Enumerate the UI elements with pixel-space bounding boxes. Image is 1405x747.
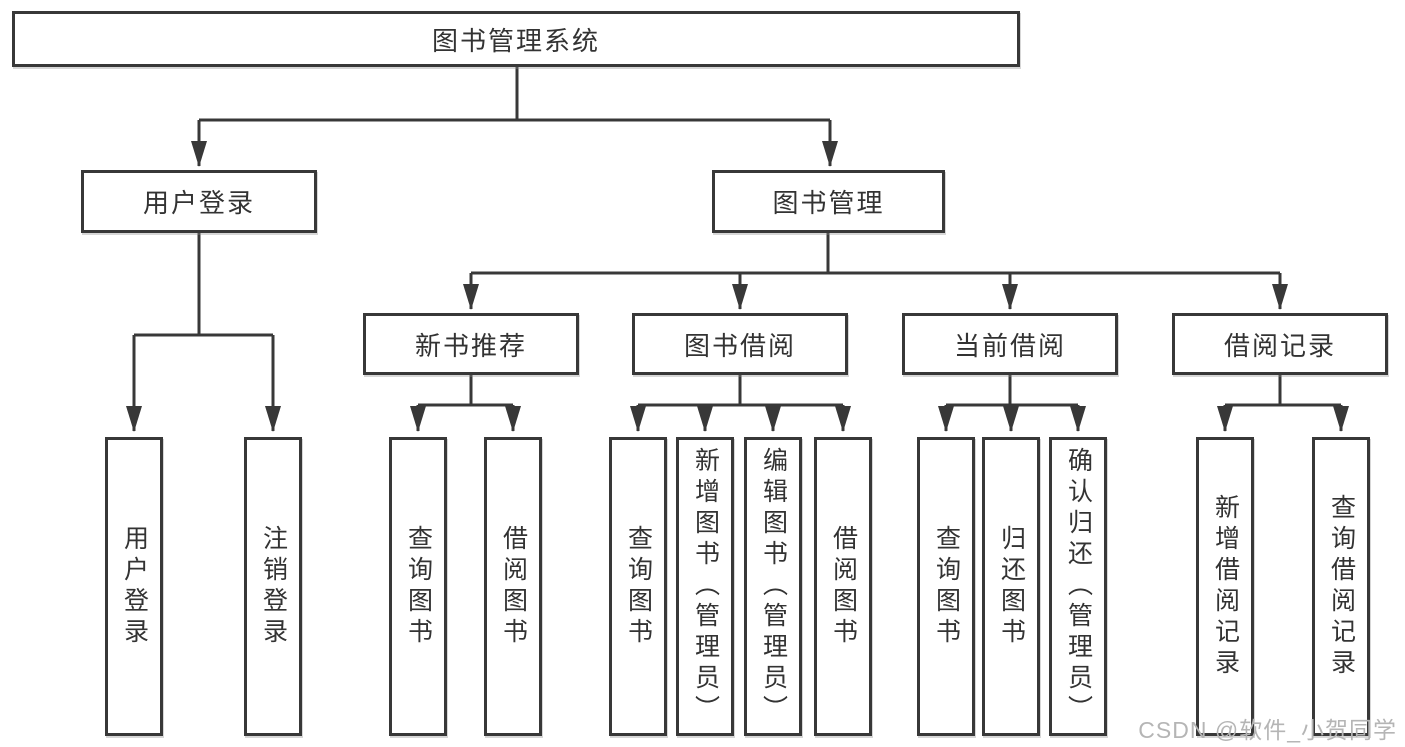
leaf-user-login-label: 用户登录: [120, 524, 149, 649]
node-borrowing-label: 图书借阅: [683, 330, 796, 361]
node-new-books: 新书推荐: [363, 313, 579, 375]
leaf-bb-borrow-books-label: 借阅图书: [829, 524, 858, 649]
leaf-logout-label: 注销登录: [259, 524, 288, 649]
leaf-cb-confirm-return-admin: 确认归还（管理员）: [1049, 437, 1107, 736]
leaf-cb-query-books: 查询图书: [917, 437, 975, 736]
node-book-mgmt: 图书管理: [712, 170, 945, 233]
watermark: CSDN @软件_小贺同学: [1138, 717, 1397, 743]
node-user-login-label: 用户登录: [142, 188, 255, 218]
leaf-bb-edit-books-admin-label: 编辑图书（管理员）: [759, 447, 788, 726]
leaf-bb-query-books: 查询图书: [609, 437, 667, 736]
leaf-bb-query-books-label: 查询图书: [624, 524, 653, 649]
leaf-user-login: 用户登录: [105, 437, 163, 736]
node-root-label: 图书管理系统: [431, 25, 600, 56]
leaf-br-query-record-label: 查询借阅记录: [1327, 493, 1356, 680]
node-book-mgmt-label: 图书管理: [772, 188, 885, 218]
node-user-login: 用户登录: [81, 170, 317, 233]
leaf-cb-query-books-label: 查询图书: [932, 524, 961, 649]
node-records-label: 借阅记录: [1223, 330, 1336, 361]
leaf-nb-borrow-books: 借阅图书: [484, 437, 542, 736]
leaf-nb-query-books: 查询图书: [389, 437, 447, 736]
leaf-br-add-record: 新增借阅记录: [1196, 437, 1254, 736]
node-root: 图书管理系统: [12, 11, 1020, 67]
node-records: 借阅记录: [1172, 313, 1388, 375]
leaf-cb-return-books: 归还图书: [982, 437, 1040, 736]
leaf-logout: 注销登录: [244, 437, 302, 736]
node-current-label: 当前借阅: [953, 330, 1066, 361]
node-current: 当前借阅: [902, 313, 1118, 375]
node-borrowing: 图书借阅: [632, 313, 848, 375]
leaf-bb-add-books-admin: 新增图书（管理员）: [676, 437, 734, 736]
leaf-br-add-record-label: 新增借阅记录: [1211, 493, 1240, 680]
node-new-books-label: 新书推荐: [414, 330, 527, 361]
leaf-nb-borrow-books-label: 借阅图书: [499, 524, 528, 649]
leaf-bb-borrow-books: 借阅图书: [814, 437, 872, 736]
leaf-cb-confirm-return-admin-label: 确认归还（管理员）: [1064, 447, 1093, 726]
leaf-br-query-record: 查询借阅记录: [1312, 437, 1370, 736]
leaf-nb-query-books-label: 查询图书: [404, 524, 433, 649]
leaf-bb-add-books-admin-label: 新增图书（管理员）: [691, 447, 720, 726]
leaf-bb-edit-books-admin: 编辑图书（管理员）: [744, 437, 802, 736]
leaf-cb-return-books-label: 归还图书: [997, 524, 1026, 649]
